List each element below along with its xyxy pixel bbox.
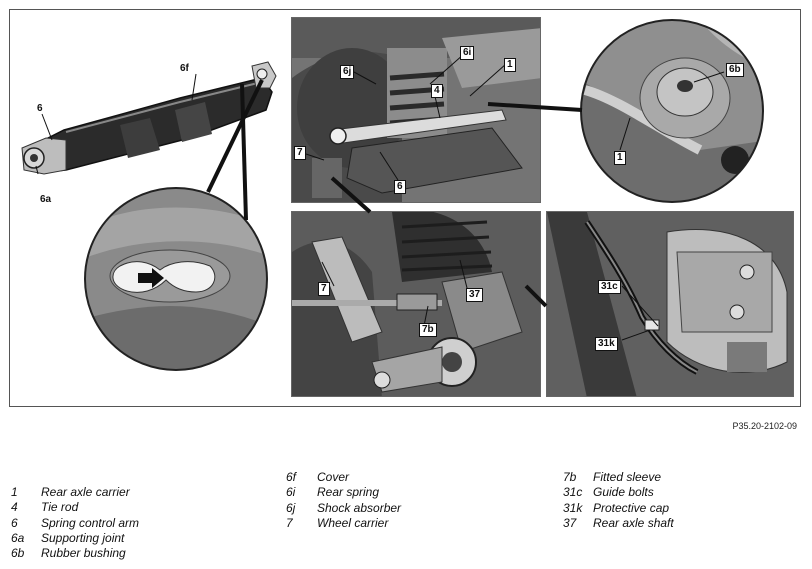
callout-6f: 6f xyxy=(180,63,189,74)
legend-text: Tie rod xyxy=(41,500,79,515)
callout-1-top: 1 xyxy=(504,58,516,72)
legend-item: 6j Shock absorber xyxy=(286,501,401,516)
callout-7-top: 7 xyxy=(294,146,306,160)
legend-key: 6b xyxy=(11,546,25,561)
legend-text: Supporting joint xyxy=(41,530,125,545)
legend-item: 6b Rubber bushing xyxy=(11,546,139,561)
callout-6j: 6j xyxy=(340,65,355,79)
legend-key: 31c xyxy=(563,485,583,500)
legend-key: 31k xyxy=(563,500,583,515)
figure-code: P35.20-2102-09 xyxy=(732,421,797,431)
legend-key: 7 xyxy=(286,515,293,530)
legend-key: 4 xyxy=(11,500,18,515)
callout-4: 4 xyxy=(431,84,443,98)
legend-column-3: 7b Fitted sleeve 31c Guide bolts 31k Protec… xyxy=(563,470,674,531)
legend-item: 6i Rear spring xyxy=(286,485,401,500)
photo-wheel-carrier xyxy=(291,211,541,397)
legend-item: 4 Tie rod xyxy=(11,500,139,515)
legend-key: 37 xyxy=(563,515,577,530)
legend-key: 6i xyxy=(286,485,296,500)
callout-6b: 6b xyxy=(726,63,744,77)
callout-37: 37 xyxy=(466,288,484,302)
legend-item: 7 Wheel carrier xyxy=(286,516,401,531)
legend-key: 6a xyxy=(11,530,25,545)
callout-7-bottom: 7 xyxy=(318,282,330,296)
legend-item: 37 Rear axle shaft xyxy=(563,516,674,531)
callout-7b: 7b xyxy=(419,323,437,337)
callout-6-top: 6 xyxy=(394,180,406,194)
legend-key: 1 xyxy=(11,485,18,499)
legend-key: 6 xyxy=(11,515,18,530)
legend-column-1: 1 Rear axle carrier 4 Tie rod 6 Spring cont… xyxy=(11,485,139,561)
legend-key: 6j xyxy=(286,500,296,515)
callout-6a: 6a xyxy=(40,194,52,205)
legend-text: Cover xyxy=(317,470,350,484)
callout-6i: 6i xyxy=(460,46,475,60)
callout-31k: 31k xyxy=(595,337,618,351)
legend-text: Protective cap xyxy=(593,500,670,515)
legend-item: 31c Guide bolts xyxy=(563,485,674,500)
legend-item: 1 Rear axle carrier xyxy=(11,485,139,500)
legend-item: 31k Protective cap xyxy=(563,501,674,516)
legend-text: Rear axle carrier xyxy=(41,485,130,499)
legend-key: 6f xyxy=(286,470,297,484)
legend-text: Guide bolts xyxy=(593,485,654,500)
legend-item: 7b Fitted sleeve xyxy=(563,470,674,485)
legend-text: Rubber bushing xyxy=(41,546,126,561)
callout-1-detail: 1 xyxy=(614,151,626,165)
legend-text: Shock absorber xyxy=(317,500,402,515)
legend-item: 6f Cover xyxy=(286,470,401,485)
legend-key: 7b xyxy=(563,470,577,484)
legend-column-2: 6f Cover 6i Rear spring 6j Shock absorber 7… xyxy=(286,470,401,531)
callout-6-arm: 6 xyxy=(37,103,43,114)
legend-item: 6a Supporting joint xyxy=(11,531,139,546)
callout-31c: 31c xyxy=(598,280,621,294)
legend-text: Rear spring xyxy=(317,485,380,500)
legend-text: Rear axle shaft xyxy=(593,515,674,530)
legend-item: 6 Spring control arm xyxy=(11,516,139,531)
legend-text: Spring control arm xyxy=(41,515,140,530)
legend-text: Fitted sleeve xyxy=(593,470,662,484)
legend-text: Wheel carrier xyxy=(317,515,389,530)
